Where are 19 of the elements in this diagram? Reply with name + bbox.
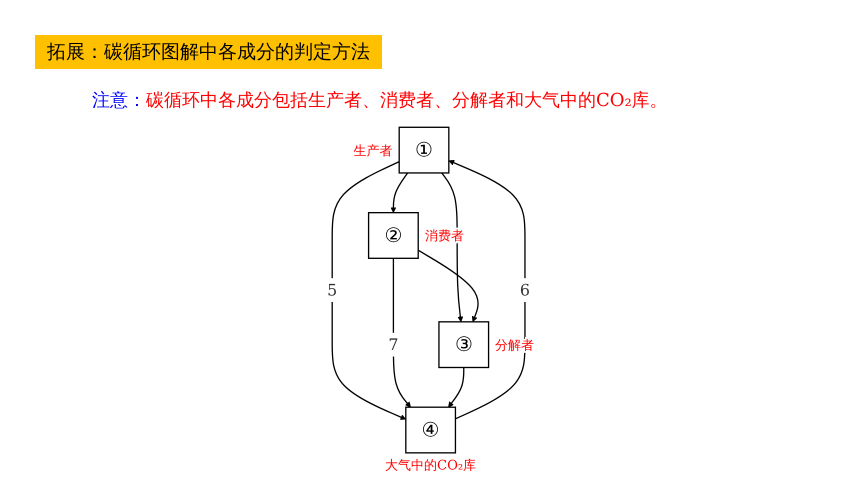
edge-label: 5 xyxy=(327,280,338,300)
edge-label: 6 xyxy=(520,280,530,300)
edge-label: 7 xyxy=(388,335,398,354)
arrow xyxy=(418,250,479,322)
note-label: 注意： xyxy=(92,90,146,111)
arrow xyxy=(441,172,464,322)
node-label: ① xyxy=(415,138,433,162)
node-label: ④ xyxy=(422,418,440,442)
note-text: 碳循环中各成分包括生产者、消费者、分解者和大气中的CO₂库。 xyxy=(146,90,668,111)
arrow xyxy=(332,161,406,420)
component-label: 大气中的CO₂库 xyxy=(385,458,476,474)
node-label: ③ xyxy=(454,333,473,356)
node-label: ② xyxy=(384,224,402,248)
arrow xyxy=(448,368,464,408)
arrow xyxy=(392,258,411,408)
arrow xyxy=(390,172,408,213)
title-banner: 拓展：碳循环图解中各成分的判定方法 xyxy=(35,35,382,69)
component-label: 生产者 xyxy=(354,144,393,159)
arrow xyxy=(448,160,526,420)
